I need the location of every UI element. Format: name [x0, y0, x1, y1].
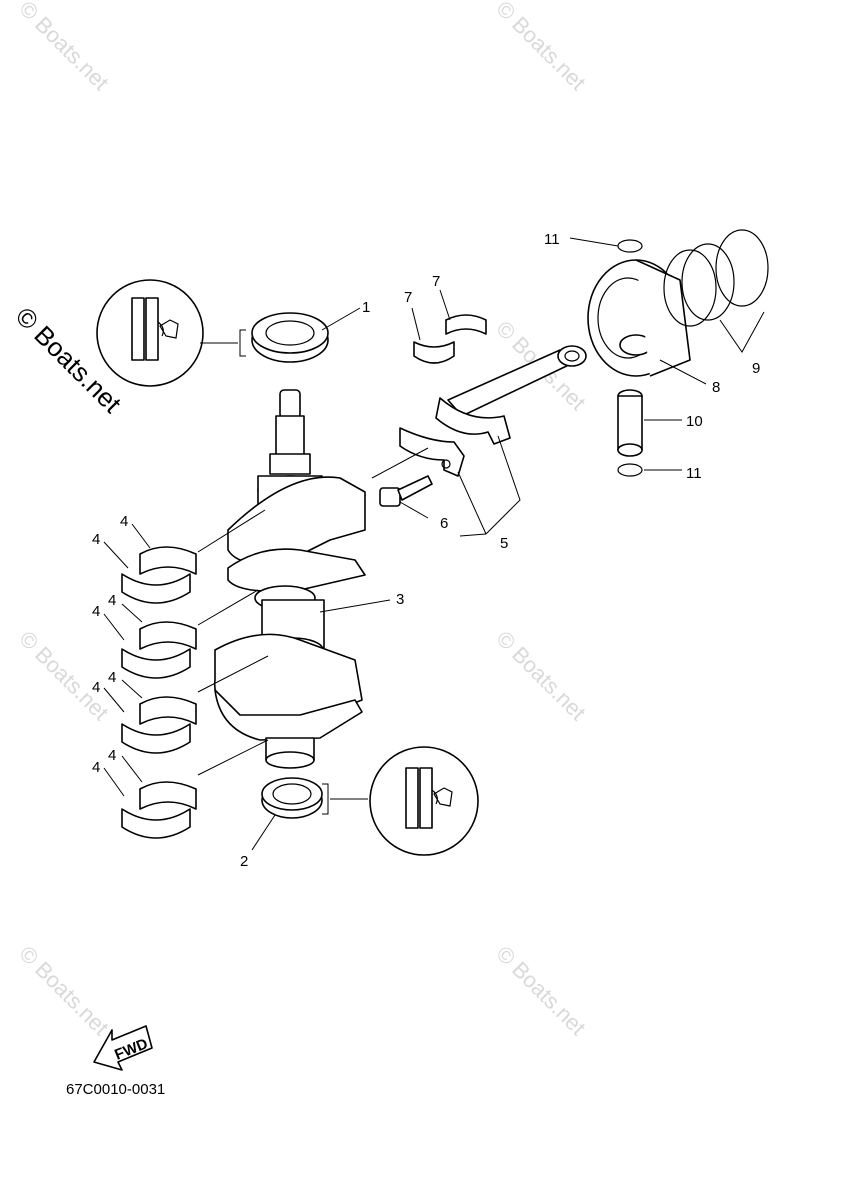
grease-apply-icon — [157, 319, 179, 339]
watermark: © Boats.net — [491, 941, 590, 1040]
piston-pin — [617, 389, 682, 457]
piston-rings — [663, 229, 769, 353]
callout-4: 4 — [92, 603, 100, 620]
grease-detail-top — [96, 279, 246, 387]
watermark: © Boats.net — [14, 941, 113, 1040]
rod-bearings — [411, 289, 487, 364]
watermark: © Boats.net — [14, 0, 113, 95]
callout-4: 4 — [108, 747, 116, 764]
callout-4: 4 — [120, 513, 128, 530]
callout-8: 8 — [712, 379, 720, 396]
grease-detail-bottom — [369, 746, 479, 856]
connecting-rod — [399, 345, 587, 537]
watermark: © Boats.net — [14, 626, 113, 725]
callout-11: 11 — [544, 231, 560, 248]
callout-4: 4 — [92, 759, 100, 776]
main-bearings — [103, 509, 269, 839]
callout-10: 10 — [686, 413, 703, 430]
callout-2: 2 — [240, 853, 248, 870]
callout-7: 7 — [404, 289, 412, 306]
callout-9: 9 — [752, 360, 760, 377]
oil-seal-top — [251, 307, 361, 363]
callout-6: 6 — [440, 515, 448, 532]
callout-4: 4 — [108, 592, 116, 609]
callout-3: 3 — [396, 591, 404, 608]
callout-7: 7 — [432, 273, 440, 290]
rod-bolt — [371, 447, 433, 519]
oil-seal-bottom — [251, 777, 368, 851]
callout-4: 4 — [108, 669, 116, 686]
callout-1: 1 — [362, 299, 370, 316]
grease-apply-icon — [431, 787, 453, 807]
drawing-code: 67C0010-0031 — [66, 1081, 166, 1098]
watermark: © Boats.net — [491, 0, 590, 95]
callout-4: 4 — [92, 679, 100, 696]
callout-11: 11 — [686, 465, 702, 482]
piston — [587, 259, 707, 385]
callout-4: 4 — [92, 531, 100, 548]
crankshaft — [213, 389, 391, 769]
callout-5: 5 — [500, 535, 508, 552]
watermark: © Boats.net — [491, 626, 590, 725]
piston-pin-clips — [569, 237, 682, 477]
callout-labels: 1 2 3 4 4 4 4 4 4 4 4 5 6 7 7 8 9 10 11 … — [92, 231, 760, 870]
